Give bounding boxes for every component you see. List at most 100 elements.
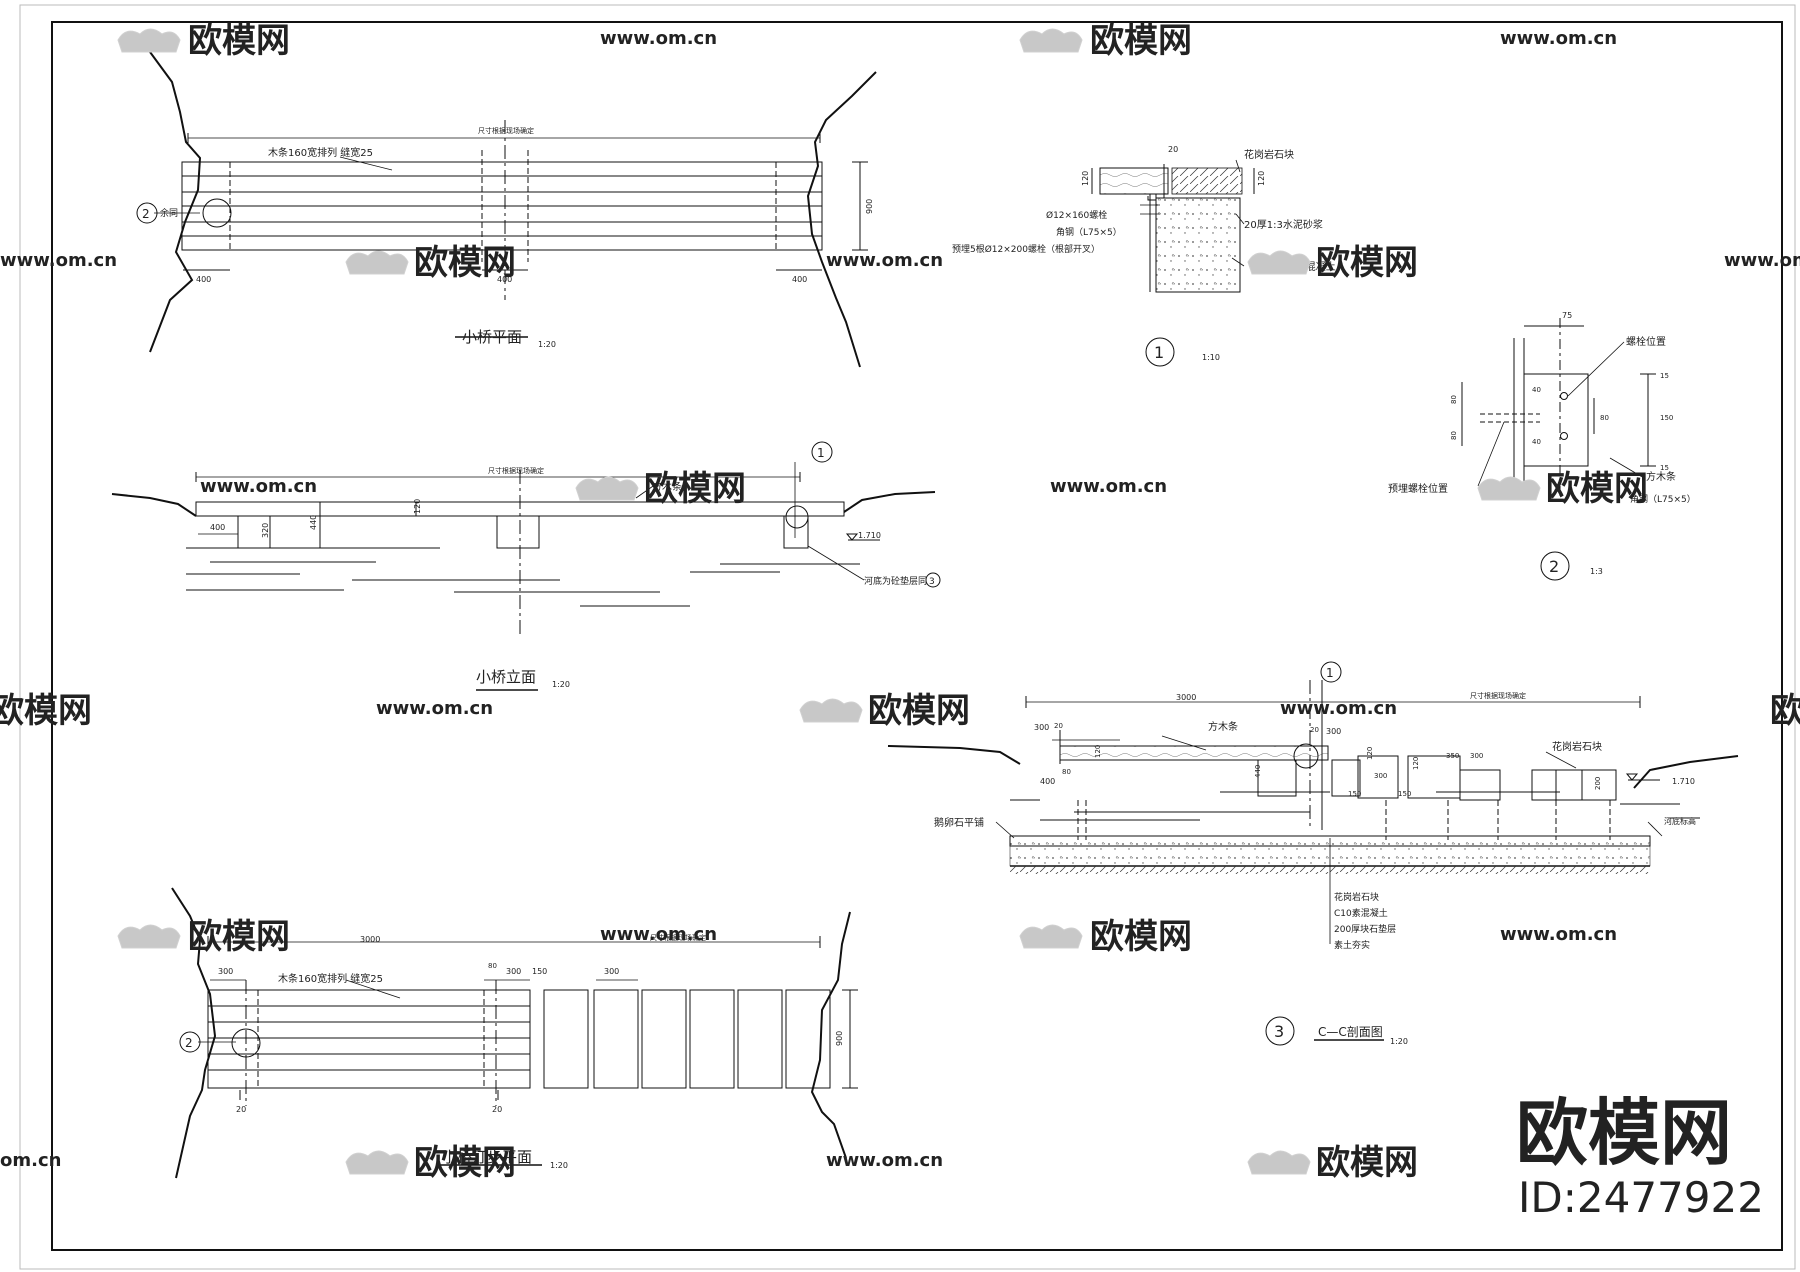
view2-dim-120: 120 xyxy=(413,499,422,514)
detail1-dim-120-r: 120 xyxy=(1257,171,1266,186)
view1-dim-400-mid: 400 xyxy=(497,275,512,284)
view1-title: 小桥平面 xyxy=(462,328,522,346)
detail3-num: 3 xyxy=(1274,1022,1284,1041)
logo-mark-icon xyxy=(799,698,863,723)
view1-dim-400-left: 400 xyxy=(196,275,211,284)
watermark-logo: 欧模网 xyxy=(644,469,746,509)
detail3-legend-2: C10素混凝土 xyxy=(1334,907,1388,919)
watermark-logo: 欧模网 xyxy=(1316,243,1418,283)
logo-mark-icon xyxy=(345,250,409,275)
watermark-site: www.om.cn xyxy=(1500,924,1617,945)
detail2-label-angle: 角钢（L75×5） xyxy=(1630,493,1696,505)
view1-board-note: 木条160宽排列 缝宽25 xyxy=(268,146,373,159)
bank-right-edge-2 xyxy=(810,911,851,1159)
view1-dim-900: 900 xyxy=(865,199,874,214)
logo-mark-icon xyxy=(1247,1150,1311,1175)
view3-dim-300-a: 300 xyxy=(218,967,233,976)
detail2-dim-15-b: 15 xyxy=(1660,464,1669,472)
view2-dim-320: 320 xyxy=(261,523,270,538)
detail3-dim-20-b: 20 xyxy=(1310,726,1319,734)
view3-title: 小桥汀步平面 xyxy=(442,1148,532,1166)
view-bridge-plan xyxy=(136,51,877,368)
detail3-label-stone: 花岗岩石块 xyxy=(1552,740,1602,753)
bank-left-edge xyxy=(149,51,202,353)
logo-mark-icon xyxy=(117,924,181,949)
watermark-logo: 欧模网 xyxy=(0,691,92,731)
outer-border xyxy=(19,4,1796,1270)
watermark-logo: 欧模网 xyxy=(414,1143,516,1183)
watermark-site: www.om.cn xyxy=(600,28,717,49)
view3-dim-300-c: 300 xyxy=(604,967,619,976)
view1-dim-400-right: 400 xyxy=(792,275,807,284)
watermark-logo: 欧模网 xyxy=(188,21,290,61)
stepping-stone-5 xyxy=(737,989,783,1089)
stepping-stone-4 xyxy=(689,989,735,1089)
detail2-dim-80-a: 80 xyxy=(1450,395,1458,404)
detail1-scale: 1:10 xyxy=(1202,353,1220,362)
detail3-dim-350: 350 xyxy=(1446,752,1459,760)
view3-dim-300-b: 300 xyxy=(506,967,521,976)
detail2-dim-80-b: 80 xyxy=(1450,431,1458,440)
detail1-dim-120-l: 120 xyxy=(1081,171,1090,186)
view2-level: 1.710 xyxy=(858,531,881,540)
view1-scale: 1:20 xyxy=(538,340,556,349)
detail3-dim-150-a: 150 xyxy=(1348,790,1361,798)
view2-dim-400: 400 xyxy=(210,523,225,532)
detail3-dim-300-a: 300 xyxy=(1034,723,1049,732)
watermark-site: www.om.cn xyxy=(200,476,317,497)
detail-2-angle xyxy=(1461,318,1656,581)
watermark-logo: 欧模网 xyxy=(1090,917,1192,957)
detail3-label-river: 河底标高 xyxy=(1664,816,1696,826)
logo-mark-icon xyxy=(1019,28,1083,53)
bank-left-edge-2 xyxy=(171,887,217,1179)
detail3-dim-120-c: 120 xyxy=(1412,757,1420,770)
view3-dim-20-a: 20 xyxy=(236,1105,246,1114)
view1-callout-num: 2 xyxy=(142,207,150,221)
detail3-dim-120-b: 120 xyxy=(1366,747,1374,760)
view3-callout-num: 2 xyxy=(185,1036,193,1050)
view1-top-note: 尺寸根据现场确定 xyxy=(478,126,534,135)
section-bank-left xyxy=(887,745,1021,765)
logo-mark-icon xyxy=(345,1150,409,1175)
watermark-site: www.om.cn xyxy=(1724,250,1800,271)
view3-dim-150: 150 xyxy=(532,967,547,976)
stepping-stone-1 xyxy=(543,989,589,1089)
watermark-site: www.om.cn xyxy=(1050,476,1167,497)
detail2-dim-80-c: 80 xyxy=(1600,414,1609,422)
drawing-frame xyxy=(51,21,1783,1251)
stepping-deck xyxy=(207,989,531,1089)
detail3-scale: 1:20 xyxy=(1390,1037,1408,1046)
detail3-dim-80: 80 xyxy=(1062,768,1071,776)
watermark-site: www.om.cn xyxy=(826,250,943,271)
detail-1-joint xyxy=(1091,159,1255,367)
logo-mark-icon xyxy=(117,28,181,53)
detail2-num: 2 xyxy=(1549,557,1559,576)
view-bridge-elevation xyxy=(111,441,941,691)
detail3-dim-440: 440 xyxy=(1254,765,1262,778)
view2-note-bottom: 河底为砼垫层同 xyxy=(864,575,927,587)
view2-callout-num: 1 xyxy=(817,446,825,460)
watermark-logo: 欧模网 xyxy=(1770,691,1800,731)
stepping-stone-3 xyxy=(641,989,687,1089)
watermark-logo: 欧模网 xyxy=(1546,469,1648,509)
detail2-dim-40-a: 40 xyxy=(1532,386,1541,394)
view3-scale: 1:20 xyxy=(550,1161,568,1170)
stepping-stone-6 xyxy=(785,989,831,1089)
view3-dim-3000: 3000 xyxy=(360,935,380,944)
detail2-dim-75: 75 xyxy=(1562,311,1572,320)
watermark-brand-big: 欧模网 xyxy=(1516,1091,1732,1175)
view2-ref-num: 3 xyxy=(929,577,935,587)
logo-mark-icon xyxy=(575,476,639,501)
stepping-stone-2 xyxy=(593,989,639,1089)
view2-dim-440: 440 xyxy=(309,515,318,530)
detail1-label-bolt: Ø12×160螺栓 xyxy=(1046,209,1107,221)
watermark-site: www.om.cn xyxy=(826,1150,943,1171)
watermark-logo: 欧模网 xyxy=(1090,21,1192,61)
detail3-top-note: 尺寸根据现场确定 xyxy=(1470,691,1526,700)
detail3-title: C—C剖面图 xyxy=(1318,1025,1383,1039)
view-stepping-plan xyxy=(171,887,858,1179)
view3-dim-80: 80 xyxy=(488,962,497,970)
detail-3-section xyxy=(887,661,1739,1046)
view2-label-beam: 方木条 xyxy=(652,480,682,493)
